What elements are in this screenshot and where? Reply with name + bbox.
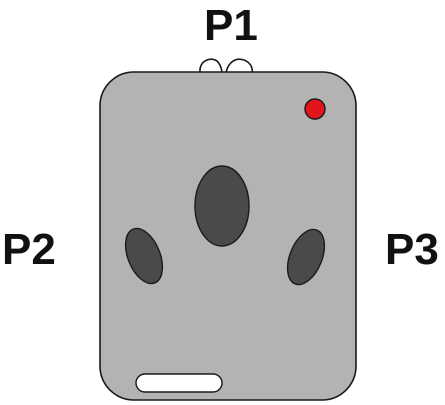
right-wire-loop [225,58,254,75]
top-wire-loops [199,58,254,75]
left-wire-loop [199,58,223,75]
label-p3: P3 [385,225,439,274]
label-p1: P1 [204,1,258,50]
center-button [194,165,250,247]
led-indicator [304,98,326,120]
left-button [124,227,164,285]
right-button [286,228,326,286]
bottom-slot [135,373,223,393]
label-p2: P2 [2,225,56,274]
